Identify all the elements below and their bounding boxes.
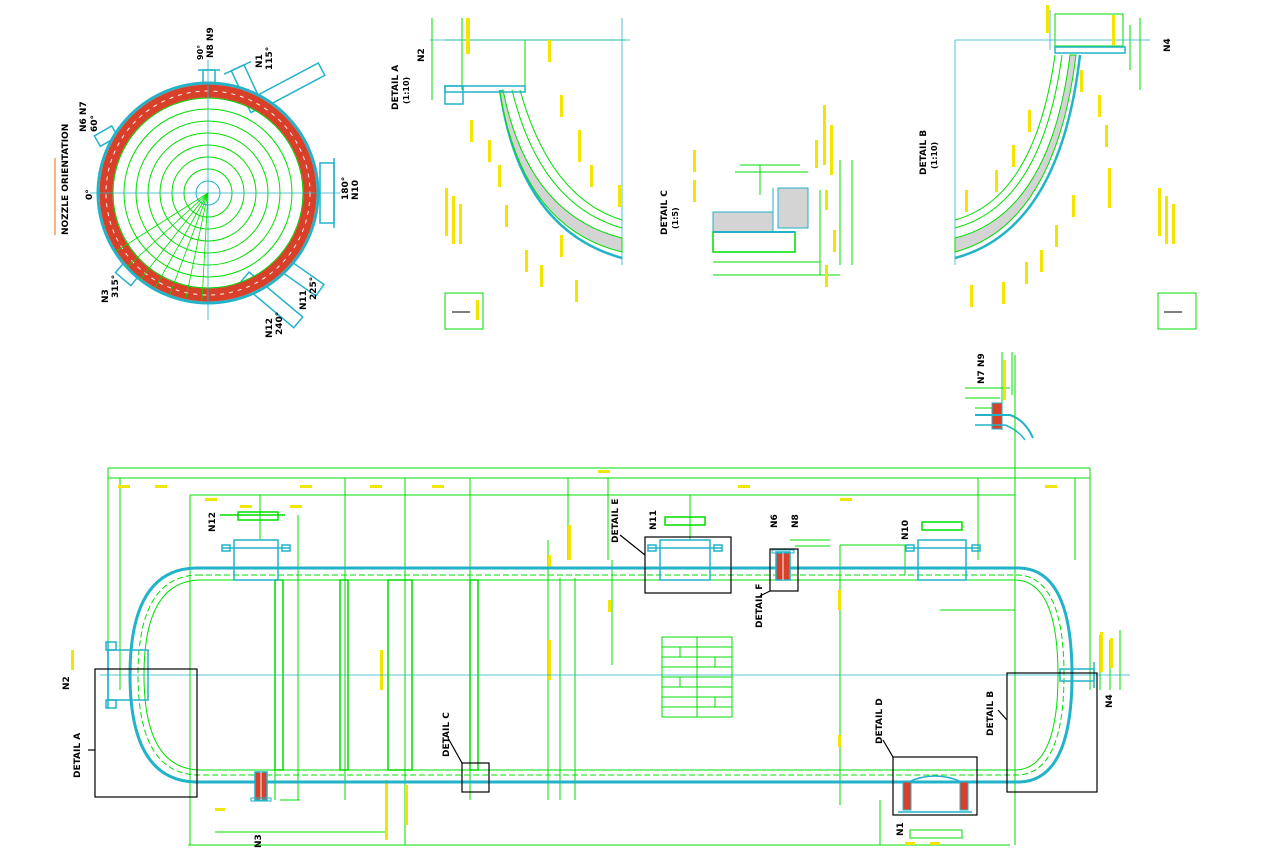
label-0-deg: 0° [85,189,95,200]
nozzle-n10 [905,521,981,581]
label-n1: N1 [255,54,265,68]
main-n10-label: N10 [901,520,911,540]
detail-b-nozzle-label: N4 [1163,38,1173,52]
main-n2-label: N2 [62,676,72,690]
main-n3-label: N3 [254,834,264,848]
label-315-deg: 315° [111,275,121,298]
main-detail-e-label: DETAIL E [611,499,621,543]
label-n10: N10 [351,180,361,200]
main-n8-label: N8 [791,514,801,528]
detail-a-scale: (1:10) [402,77,411,104]
vessel-lining [137,574,1065,776]
detail-c-box[interactable] [461,762,490,793]
nozzle-n6-n8 [771,539,830,581]
dimension-text-marks [71,360,1113,845]
main-detail-d-label: DETAIL D [875,698,885,744]
orientation-nozzles [93,60,335,329]
detail-b-head-shell [954,54,1082,260]
detail-a-view: DETAIL A (1:10) N2 [391,18,630,330]
main-detail-b-label: DETAIL B [986,691,996,736]
nozzle-n12 [220,511,291,581]
main-vessel-view: DETAIL A DETAIL B DETAIL C DETAIL D DETA… [62,355,1130,848]
nozzle-n2 [105,641,149,709]
detail-c-view: DETAIL C (1:5) [660,105,853,287]
main-n4-label: N4 [1105,694,1115,708]
nozzle-n4 [1059,662,1095,688]
label-n8-n9: N8 N9 [206,27,216,58]
orientation-title: NOZZLE ORIENTATION [61,124,71,235]
label-115-deg: 115° [265,47,275,70]
detail-e-box[interactable] [644,536,732,594]
detail-a-title: DETAIL A [391,65,401,110]
label-n11: N11 [299,290,309,310]
nozzle-n1 [898,775,972,839]
n7-n9-detail: N7 N9 [965,352,1034,441]
detail-a-box[interactable] [94,668,198,798]
detail-b-view: DETAIL B (1:10) N4 [919,5,1197,330]
vessel-shell [128,566,1074,784]
label-225-deg: 225° [309,277,319,300]
label-n3: N3 [101,289,111,303]
detail-c-scale: (1:5) [671,207,680,229]
detail-d-box[interactable] [892,756,978,816]
main-n6-label: N6 [770,514,780,528]
main-detail-a-label: DETAIL A [73,733,83,778]
nozzle-n3 [250,771,272,802]
main-detail-f-label: DETAIL F [755,584,765,628]
nozzle-n11 [647,516,723,581]
nozzle-orientation-view: NOZZLE ORIENTATION 0° N8 N9 90° N1 115° … [54,27,361,338]
detail-b-box[interactable] [1006,672,1098,793]
label-60-deg: 60° [90,115,100,132]
detail-a-nozzle-label: N2 [417,48,427,62]
main-n11-label: N11 [649,510,659,530]
main-detail-c-label: DETAIL C [442,712,452,757]
internal-ribs [274,579,479,771]
orientation-radial-pattern [114,192,209,301]
label-240-deg: 240° [275,312,285,335]
brick-stack [661,636,733,718]
detail-b-scale: (1:10) [930,142,939,169]
detail-callout-boxes [88,534,1098,816]
main-n12-label: N12 [208,512,218,532]
label-n6-n7: N6 N7 [79,101,89,132]
label-n12: N12 [265,318,275,338]
detail-c-title: DETAIL C [660,190,670,235]
detail-b-title: DETAIL B [919,130,929,175]
detail-f-box[interactable] [769,548,799,592]
label-180-deg: 180° [341,177,351,200]
n7-n9-label: N7 N9 [977,353,987,384]
label-90-deg: 90° [196,45,205,60]
main-n1-label: N1 [896,822,906,836]
